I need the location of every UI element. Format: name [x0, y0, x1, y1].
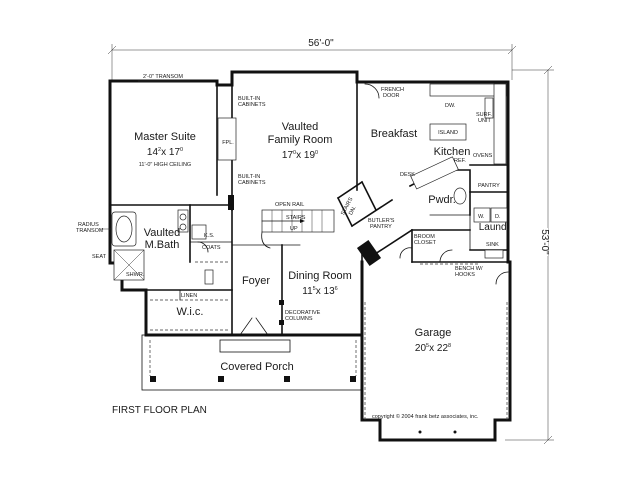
dryer-label: D. [495, 214, 501, 220]
wic-name: W.i.c. [177, 306, 204, 318]
powder-name: Pwdr. [428, 194, 456, 206]
bench-label: BENCH W/ [455, 266, 483, 272]
ref-label: REF. [454, 158, 466, 164]
room-master-suite: Master Suite 142x 170 11'-0" HIGH CEILIN… [134, 131, 196, 168]
stairs-up-label: STAIRS [286, 215, 306, 221]
garage-name: Garage [415, 327, 452, 339]
room-dining: Dining Room 115x 136 [288, 270, 352, 297]
master-suite-ceiling: 11'-0" HIGH CEILING [139, 162, 191, 168]
fireplace-label: FPL. [222, 140, 234, 146]
covered-porch [141, 334, 363, 391]
porch-name: Covered Porch [220, 361, 293, 373]
transom-note: 2'-0" TRANSOM [143, 74, 183, 80]
closet-label: CLOSET [414, 240, 437, 246]
plan-title: FIRST FLOOR PLAN [112, 405, 207, 416]
sink-label: SINK [486, 242, 499, 248]
dw-label: DW. [445, 103, 456, 109]
master-suite-size: 142x 170 [147, 147, 183, 158]
washer-label: W. [478, 214, 485, 220]
radius-transom-label: TRANSOM [76, 228, 104, 234]
garage-size: 205x 228 [415, 343, 451, 354]
bath-vaulted: Vaulted [144, 227, 181, 239]
bath-name: M.Bath [145, 239, 180, 251]
cabinets-top-label: CABINETS [238, 102, 266, 108]
kitchen-name: Kitchen [434, 146, 471, 158]
builtin-top-label: BUILT-IN [238, 96, 260, 102]
deco-columns-label: DECORATIVE [285, 310, 321, 316]
radius-label: RADIUS [78, 222, 99, 228]
overall-depth-dimension: 53'-0" [505, 65, 554, 445]
butlers-label: BUTLER'S [368, 218, 395, 224]
interior-walls [109, 81, 509, 336]
kitchen-counters [410, 83, 507, 190]
ovens-label: OVENS [473, 153, 493, 159]
seat-label: SEAT [92, 254, 107, 260]
butlers-pantry-label: PANTRY [370, 224, 392, 230]
fireplace: FPL. [217, 117, 237, 161]
room-family-room: Vaulted Family Room 170x 190 [268, 121, 333, 161]
up-label: UP [290, 226, 298, 232]
cabinets-bottom-label: CABINETS [238, 180, 266, 186]
door-swings [197, 241, 509, 336]
bath-fixtures [111, 209, 214, 285]
family-room-name: Family Room [268, 134, 333, 146]
dn-label: DN. [348, 205, 358, 217]
builtin-bottom-label: BUILT-IN [238, 174, 260, 180]
depth-dimension-label: 53'-0" [539, 229, 550, 255]
dining-name: Dining Room [288, 270, 352, 282]
desk-label: DESK [400, 172, 415, 178]
laundry-name: Laund. [479, 222, 510, 233]
family-room-size: 170x 190 [282, 150, 318, 161]
bench-hooks-label: HOOKS [455, 272, 475, 278]
surf-label: SURF. [476, 112, 492, 118]
room-garage: Garage 205x 228 [415, 327, 452, 354]
breakfast-name: Breakfast [371, 128, 417, 140]
master-suite-name: Master Suite [134, 131, 196, 143]
dining-size: 115x 136 [302, 286, 337, 297]
island-label: ISLAND [438, 130, 458, 136]
linen-label: LINEN [181, 293, 197, 299]
ks-label: K.S. [204, 233, 215, 239]
family-room-vaulted: Vaulted [282, 121, 319, 133]
french-label: FRENCH [381, 87, 404, 93]
shower-label: SHWR. [126, 272, 145, 278]
copyright-note: copyright © 2004 frank betz associates, … [372, 413, 479, 420]
foyer-name: Foyer [242, 275, 270, 287]
coats-label: COATS [202, 245, 221, 251]
width-dimension-label: 56'-0" [308, 38, 334, 49]
overall-width-dimension: 56'-0" [107, 37, 517, 80]
broom-label: BROOM [414, 234, 435, 240]
surf-unit-label: UNIT [478, 118, 491, 124]
pantry-label: PANTRY [478, 183, 500, 189]
open-rail-label: OPEN RAIL [275, 202, 304, 208]
french-door-label: DOOR [383, 93, 400, 99]
deco-columns-label-2: COLUMNS [285, 316, 313, 322]
main-stairs [261, 209, 335, 249]
